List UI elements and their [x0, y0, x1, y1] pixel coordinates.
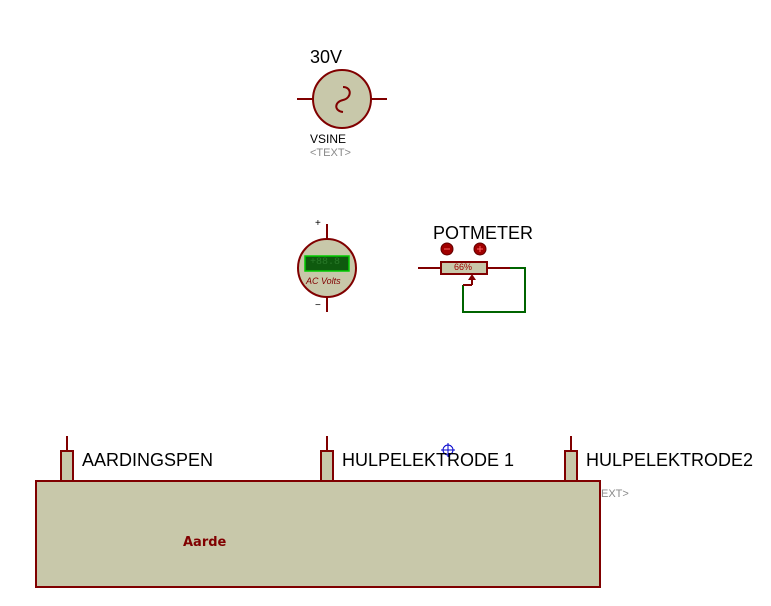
earth-block[interactable]	[35, 436, 601, 588]
probe-label-hulpelektrode-1: HULPELEKTRODE 1	[342, 450, 515, 470]
vsine-body	[312, 69, 372, 129]
voltmeter-lcd	[304, 255, 350, 272]
wire-loop[interactable]	[462, 267, 526, 313]
voltmeter-display: +88.8	[310, 257, 341, 268]
ac-voltmeter[interactable]	[297, 224, 357, 312]
sine-wave-icon	[335, 86, 351, 113]
voltmeter-minus-label: −	[315, 300, 321, 311]
earth-block-label: Aarde	[183, 535, 227, 550]
voltmeter-unit-label: AC Volts	[306, 276, 341, 286]
probe-aardingspen	[60, 450, 74, 482]
vsine-value-label: 30V	[310, 47, 343, 67]
vsine-text-placeholder: <TEXT>	[310, 147, 351, 159]
vsine-name-label: VSINE	[310, 132, 347, 146]
voltmeter-plus-label: +	[315, 218, 321, 229]
crosshair-cursor-icon	[441, 443, 455, 457]
probe-label-aardingspen: AARDINGSPEN	[82, 450, 214, 470]
potmeter-value: 66%	[454, 262, 473, 272]
probe-label-hulpelektrode-2: HULPELEKTRODE2	[586, 450, 754, 470]
wiper-arrow-icon	[468, 274, 476, 280]
earth-text-fragment: EXT>	[601, 488, 629, 500]
potmeter-component[interactable]	[418, 242, 526, 313]
vsine-source[interactable]	[297, 69, 387, 129]
probe-hulpelektrode-1	[320, 450, 334, 482]
potmeter-title: POTMETER	[433, 223, 534, 243]
probe-hulpelektrode-2	[564, 450, 578, 482]
earth-body	[35, 480, 601, 588]
